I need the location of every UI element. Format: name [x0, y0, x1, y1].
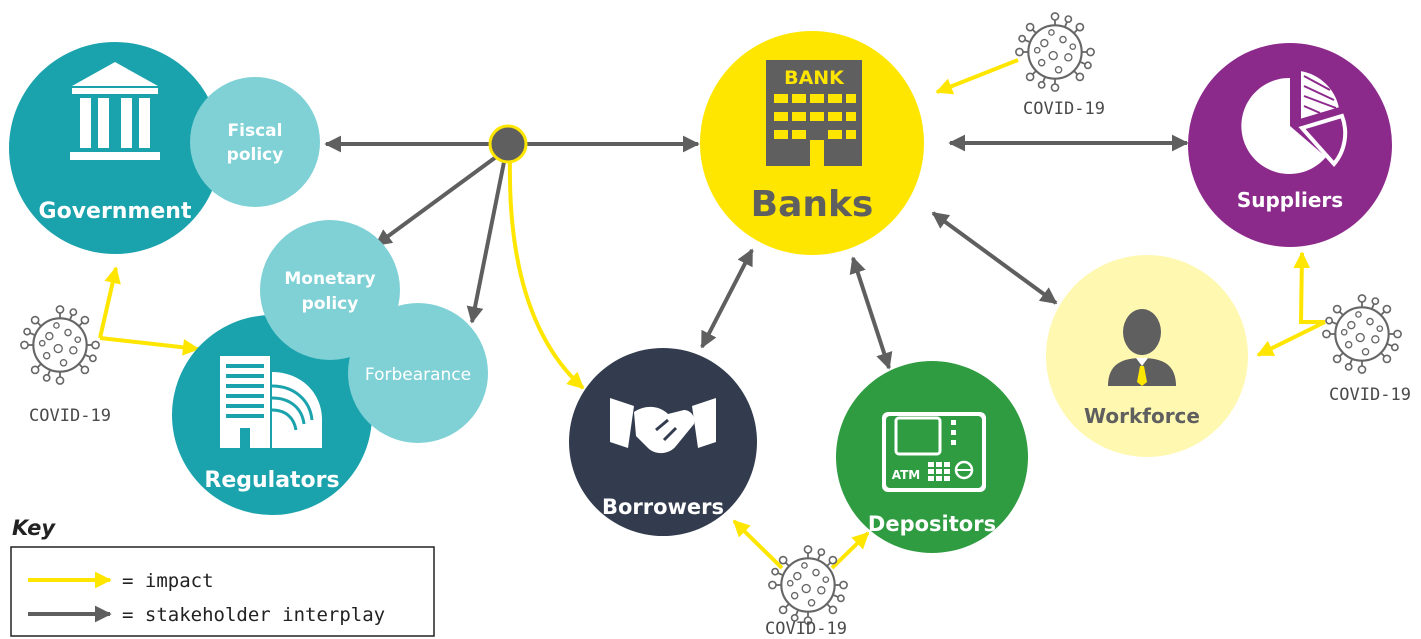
interplay-connectors: [324, 134, 1189, 370]
covid-top-label: COVID-19: [1023, 99, 1105, 119]
covid-top: COVID-19: [1014, 11, 1105, 119]
monetary-label-line1: Monetary: [284, 269, 375, 289]
atm-icon: ATM: [882, 412, 986, 492]
handshake-icon: [610, 398, 716, 454]
workforce-label: Workforce: [1084, 404, 1200, 428]
arrow-banks-workforce: [931, 211, 1058, 305]
businessperson-icon: [1108, 309, 1176, 386]
arrow-banks-borrowers: [700, 248, 754, 349]
impact-covid-workforce: [1256, 320, 1326, 357]
node-fiscal-policy: Fiscal policy: [190, 77, 320, 207]
virus-icon: [19, 304, 101, 386]
monetary-label-line2: policy: [302, 294, 359, 314]
arrow-hub-monetary: [374, 155, 498, 247]
forbearance-label: Forbearance: [365, 365, 471, 385]
government-label: Government: [39, 199, 192, 224]
covid-right: COVID-19: [1321, 293, 1411, 405]
legend-impact-text: = impact: [122, 570, 214, 592]
impact-covid-government: [98, 266, 121, 339]
node-suppliers: Suppliers: [1188, 43, 1392, 247]
impact-hub-borrowers: [507, 157, 585, 390]
node-government: Government: [9, 42, 221, 254]
interplay-hub: [488, 124, 528, 164]
suppliers-label: Suppliers: [1237, 188, 1343, 212]
node-borrowers: Borrowers: [569, 348, 757, 536]
fiscal-label-line1: Fiscal: [228, 121, 283, 141]
legend-title: Key: [12, 516, 56, 540]
borrowers-label: Borrowers: [602, 495, 724, 519]
pie-chart-icon: [1241, 68, 1348, 174]
atm-text: ATM: [892, 468, 920, 482]
depositors-label: Depositors: [868, 512, 996, 536]
covid-bottom: COVID-19: [765, 544, 849, 639]
virus-icon: [1014, 11, 1096, 93]
virus-icon: [1321, 293, 1403, 375]
impact-covid-depositors: [830, 531, 870, 570]
legend-interplay-text: = stakeholder interplay: [122, 604, 385, 626]
government-building-icon: [70, 62, 160, 160]
legend-box: [10, 546, 435, 637]
node-depositors: ATM Depositors: [836, 361, 1028, 553]
impact-covid-banks: [935, 58, 1019, 95]
node-forbearance: Forbearance: [348, 303, 488, 443]
covid-right-label: COVID-19: [1329, 385, 1411, 405]
impact-covid-regulators: [99, 336, 200, 356]
impact-covid-borrowers: [732, 519, 784, 570]
bank-building-icon: BANK: [766, 60, 862, 166]
impact-connectors: [98, 58, 1326, 570]
arrow-hub-forbearance: [466, 161, 506, 324]
covid-left-label: COVID-19: [29, 406, 111, 426]
banks-label: Banks: [751, 184, 874, 225]
bank-sign-text: BANK: [784, 67, 845, 89]
impact-covid-suppliers: [1293, 251, 1325, 324]
node-workforce: Workforce: [1046, 255, 1248, 457]
covid-left: COVID-19: [19, 304, 111, 426]
node-regulators: Regulators: [172, 315, 372, 515]
regulators-label: Regulators: [204, 468, 339, 493]
legend: Key = impact = stakeholder interplay: [10, 516, 435, 637]
virus-icon: [767, 544, 849, 626]
covid-bottom-label: COVID-19: [765, 619, 847, 639]
node-banks: BANK Banks: [700, 31, 924, 255]
arrow-banks-depositors: [849, 256, 893, 370]
regulators-building-icon: [220, 356, 322, 448]
fiscal-label-line2: policy: [227, 145, 284, 165]
node-monetary-policy: Monetary policy: [260, 220, 400, 360]
